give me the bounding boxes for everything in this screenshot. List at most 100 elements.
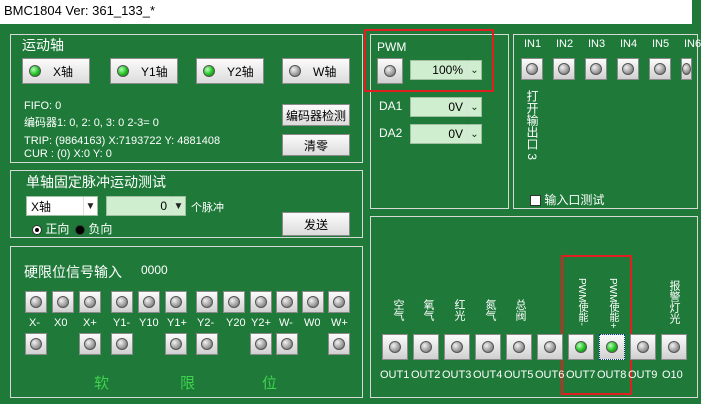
input-label-2: IN2 — [556, 38, 574, 50]
pwm-led-button[interactable] — [377, 58, 403, 84]
limit-label-x-plus: X+ — [83, 317, 97, 329]
input-led-5 — [649, 58, 671, 80]
output-vlabel-3: 红光 — [453, 299, 465, 321]
soft-limit-led-3 — [111, 333, 133, 355]
output-label-9: OUT9 — [628, 369, 658, 381]
output-led-button-5[interactable] — [506, 334, 532, 360]
led-icon — [384, 65, 396, 77]
axis-button-y2[interactable]: Y2轴 — [196, 58, 264, 84]
send-button[interactable]: 发送 — [282, 212, 350, 236]
chevron-down-icon[interactable]: ▼ — [83, 197, 97, 215]
checkbox-icon[interactable] — [530, 195, 541, 207]
limit-led-y2-minus — [196, 291, 218, 313]
output-vlabel-5: 总阀 — [514, 299, 526, 321]
led-icon — [201, 338, 213, 350]
soft-limit-led-5 — [196, 333, 218, 355]
radio-reverse-icon[interactable] — [75, 224, 85, 235]
axis-select[interactable]: X轴 ▼ — [26, 196, 98, 216]
soft-limit-char-1: 软 — [94, 375, 110, 392]
input-label-4: IN4 — [620, 38, 638, 50]
limit-led-y2-plus — [250, 291, 272, 313]
chevron-down-icon[interactable]: ⌄ — [467, 125, 481, 143]
output-led-button-10[interactable] — [661, 334, 687, 360]
led-icon — [84, 296, 96, 308]
led-icon — [637, 341, 649, 353]
axis-y2-led-icon — [203, 65, 215, 77]
output-vlabel-7: PWM使能- — [576, 278, 587, 326]
limit-label-y10: Y10 — [139, 317, 159, 329]
output-led-button-3[interactable] — [444, 334, 470, 360]
limit-led-y1-plus — [165, 291, 187, 313]
motion-axis-title: 运动轴 — [22, 37, 64, 53]
axis-y1-label: Y1轴 — [141, 64, 168, 79]
output-led-button-6[interactable] — [537, 334, 563, 360]
led-icon — [333, 338, 345, 350]
limit-label-x-minus: X- — [29, 317, 40, 329]
pulse-count-select[interactable]: 0 ▼ — [106, 196, 186, 216]
led-icon — [482, 341, 494, 353]
led-icon — [654, 63, 666, 75]
output-vlabel-2: 氧气 — [422, 299, 434, 321]
limit-led-w0 — [302, 291, 324, 313]
input-led-2 — [553, 58, 575, 80]
output-led-button-9[interactable] — [630, 334, 656, 360]
pwm-select[interactable]: 100% ⌄ — [410, 60, 482, 80]
output-led-button-7[interactable] — [568, 334, 594, 360]
da1-select[interactable]: 0V ⌄ — [410, 97, 482, 117]
led-icon — [170, 296, 182, 308]
axis-button-y1[interactable]: Y1轴 — [110, 58, 178, 84]
axis-button-x[interactable]: X轴 — [22, 58, 90, 84]
output-label-7: OUT7 — [566, 369, 596, 381]
output-led-button-4[interactable] — [475, 334, 501, 360]
direction-forward-label: 正向 — [45, 222, 70, 236]
encoder-status: 编码器1: 0, 2: 0, 3: 0 2-3= 0 — [24, 117, 159, 129]
led-icon — [389, 341, 401, 353]
output-led-button-8[interactable] — [599, 334, 625, 360]
chevron-down-icon[interactable]: ▼ — [171, 197, 185, 215]
input-led-6 — [681, 58, 692, 80]
pwm-highlight-box — [364, 29, 494, 92]
direction-reverse-label: 负向 — [88, 222, 113, 236]
inputs-panel — [513, 34, 698, 209]
encoder-check-button[interactable]: 编码器检测 — [282, 104, 350, 126]
led-icon — [255, 296, 267, 308]
soft-limit-led-7 — [276, 333, 298, 355]
led-icon — [143, 296, 155, 308]
input-test-checkbox[interactable]: 输入口测试 — [530, 191, 604, 208]
axis-x-label: X轴 — [53, 64, 74, 79]
led-icon — [668, 341, 680, 353]
limit-label-w-plus: W+ — [331, 317, 348, 329]
led-icon — [170, 338, 182, 350]
led-icon — [30, 296, 42, 308]
clear-button[interactable]: 清零 — [282, 134, 350, 156]
radio-forward-icon[interactable] — [32, 224, 42, 235]
output-led-button-1[interactable] — [382, 334, 408, 360]
input-label-3: IN3 — [588, 38, 606, 50]
da2-select[interactable]: 0V ⌄ — [410, 124, 482, 144]
chevron-down-icon[interactable]: ⌄ — [467, 98, 481, 116]
led-icon — [606, 341, 618, 353]
led-icon — [201, 296, 213, 308]
fifo-status: FIFO: 0 — [24, 100, 62, 112]
input-led-3 — [585, 58, 607, 80]
limit-label-y20: Y20 — [226, 317, 246, 329]
led-icon — [451, 341, 463, 353]
led-icon — [84, 338, 96, 350]
chevron-down-icon[interactable]: ⌄ — [467, 61, 481, 79]
output-label-5: OUT5 — [504, 369, 534, 381]
output-led-button-2[interactable] — [413, 334, 439, 360]
limit-label-w0: W0 — [304, 317, 321, 329]
direction-reverse-radio[interactable]: 负向 — [75, 220, 112, 237]
axis-y1-led-icon — [117, 65, 129, 77]
direction-forward-radio[interactable]: 正向 — [32, 220, 69, 237]
axis-w-led-icon — [289, 65, 301, 77]
axis-x-led-icon — [29, 65, 41, 77]
output-label-3: OUT3 — [442, 369, 472, 381]
led-icon — [558, 63, 570, 75]
axis-select-value: X轴 — [31, 199, 52, 214]
limit-led-x-plus — [79, 291, 101, 313]
axis-button-w[interactable]: W轴 — [282, 58, 350, 84]
soft-limit-led-4 — [165, 333, 187, 355]
output-vlabel-10: 报警灯光 — [668, 280, 680, 324]
led-icon — [57, 296, 69, 308]
